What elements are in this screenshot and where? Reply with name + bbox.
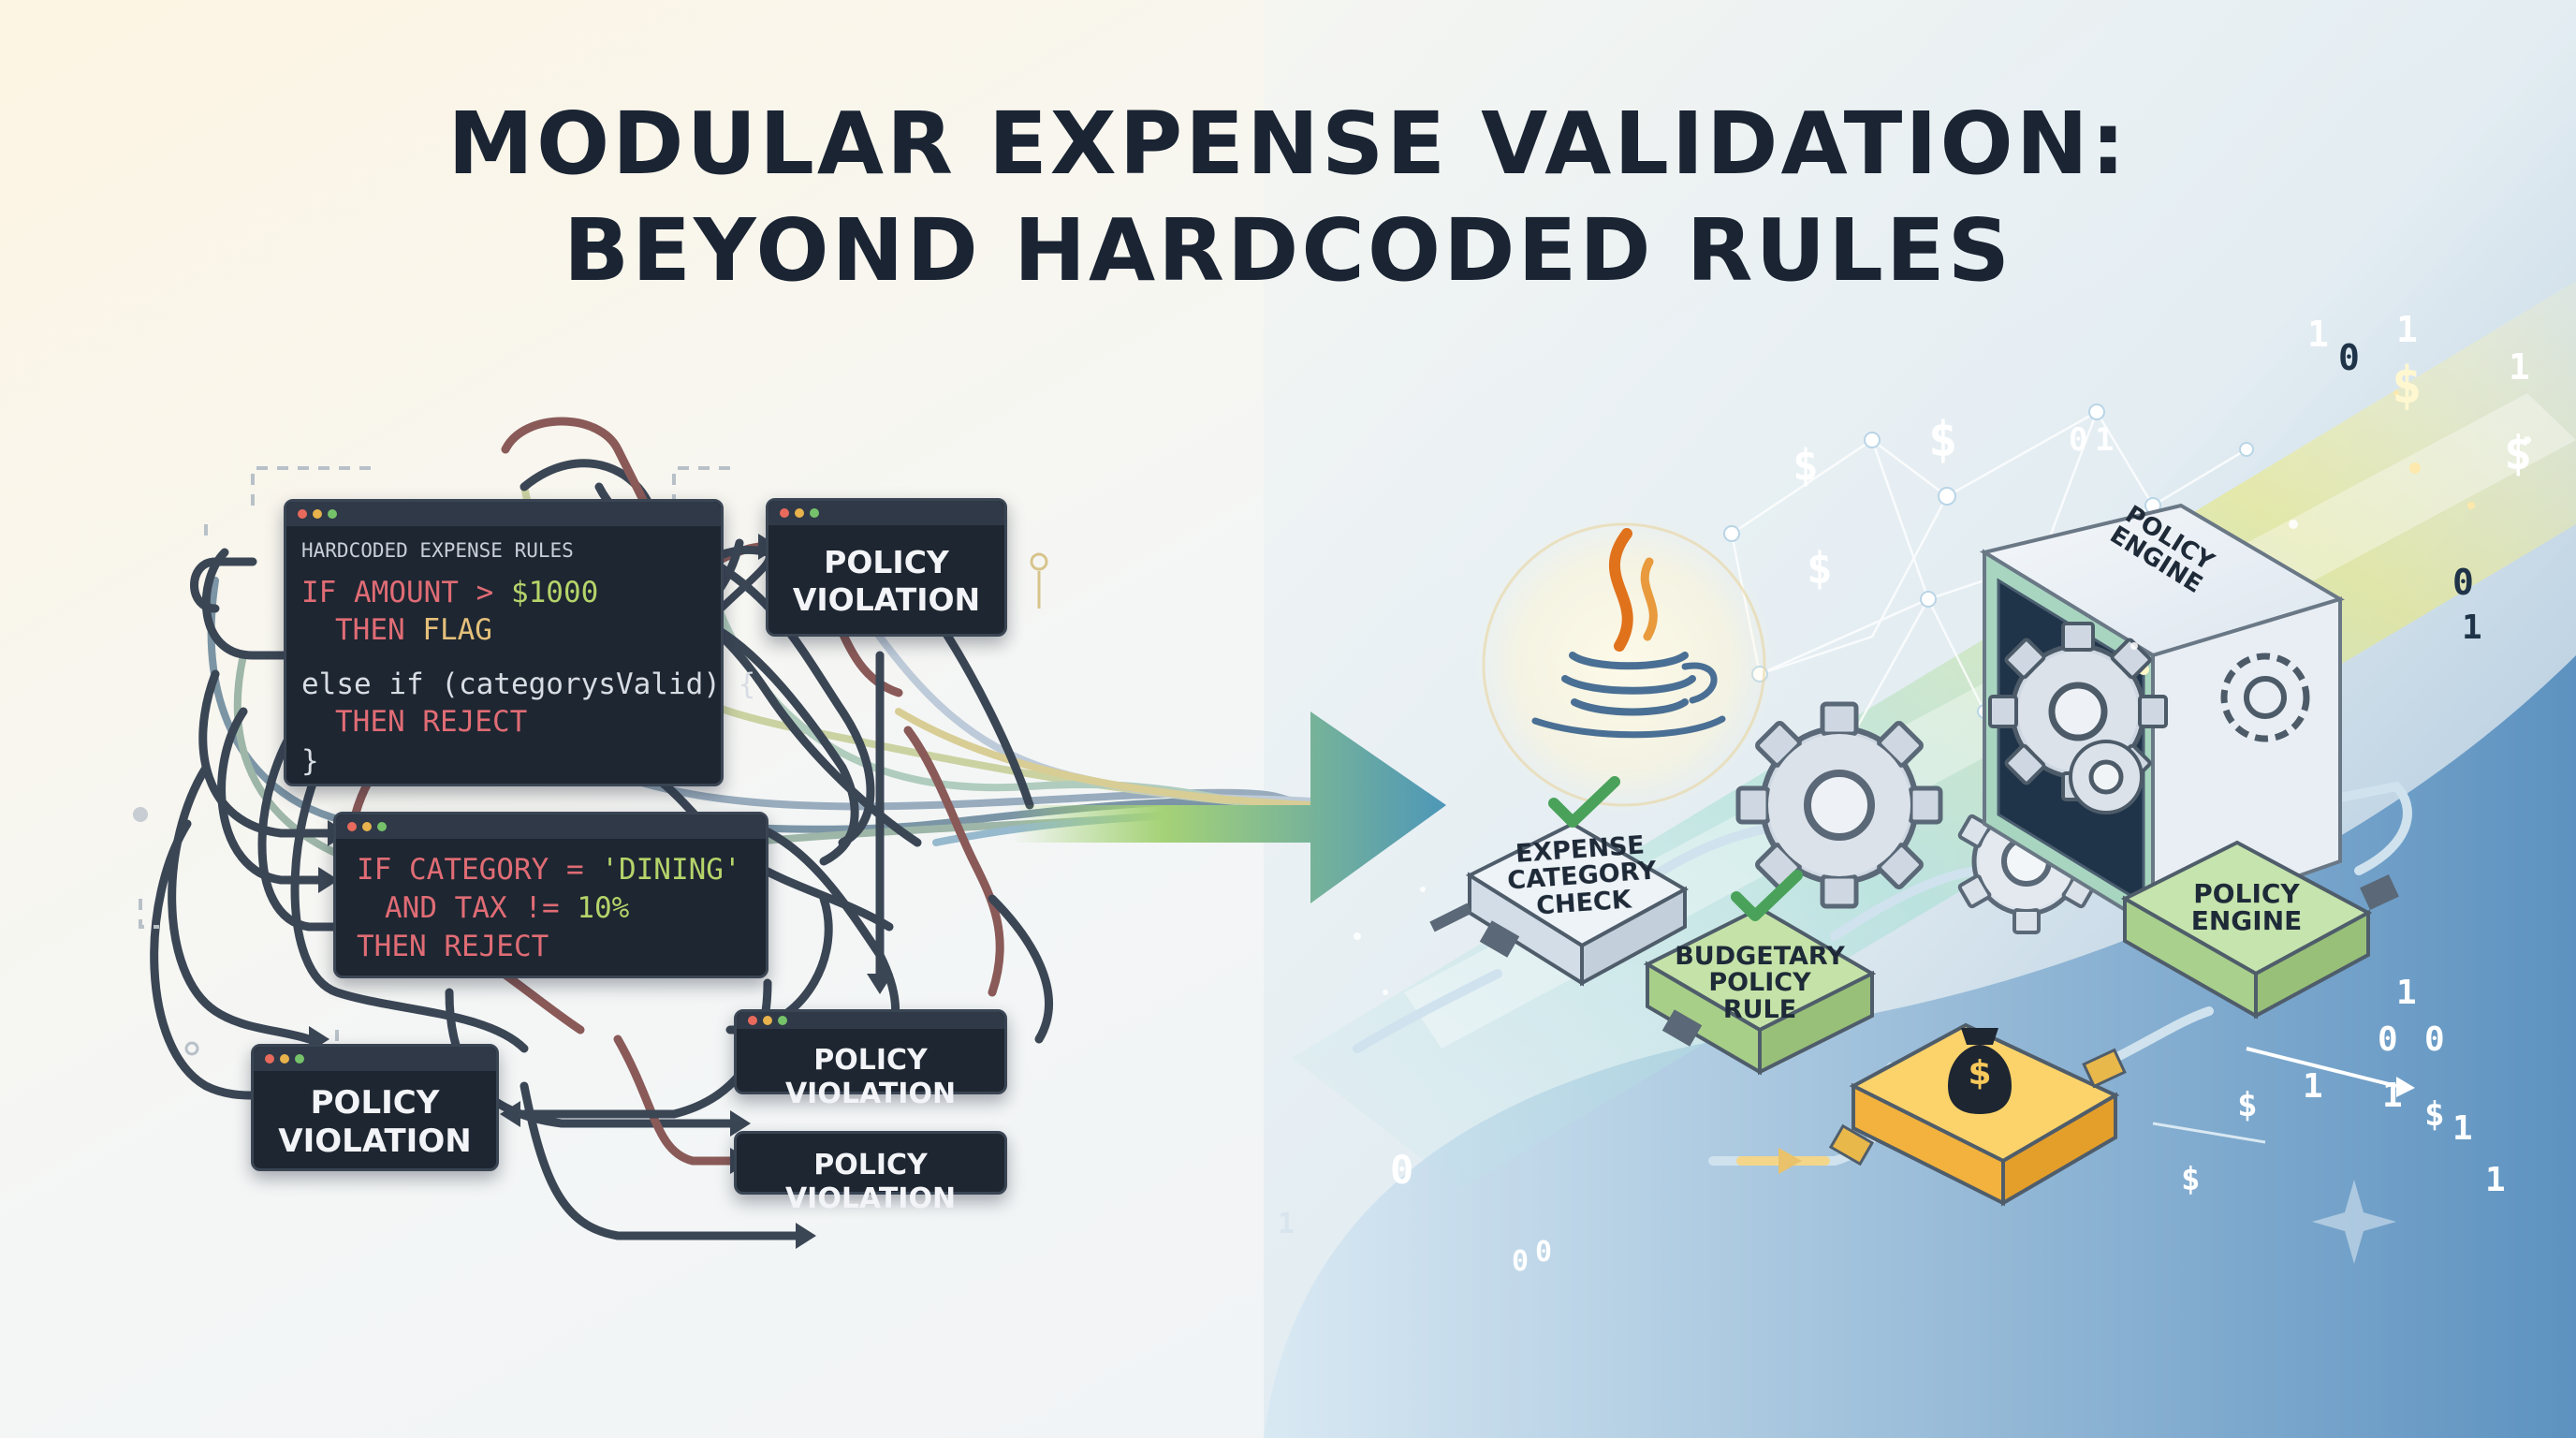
- code-value: $1000: [493, 576, 599, 609]
- violation-label: POLICY VIOLATION: [278, 1084, 472, 1160]
- code-line: THEN REJECT: [357, 930, 549, 963]
- close-dot-icon: [265, 1054, 274, 1064]
- binary-digit: 0: [2378, 1020, 2398, 1059]
- hardcoded-rules-window-2: IF CATEGORY = 'DINING' AND TAX != 10% TH…: [333, 812, 768, 978]
- code-keyword: IF CATEGORY =: [357, 853, 602, 887]
- dollar-icon: $: [2504, 426, 2533, 480]
- module-label-policy-engine: POLICY ENGINE: [2190, 878, 2303, 937]
- minimize-dot-icon: [763, 1016, 772, 1025]
- binary-digit: 1: [2396, 309, 2418, 350]
- module-label-expense-category: EXPENSE CATEGORY CHECK: [1506, 830, 1658, 921]
- checkmark-icon: [1731, 870, 1803, 921]
- code-keyword: IF AMOUNT >: [301, 576, 494, 609]
- code-line: THEN REJECT: [335, 705, 528, 739]
- maximize-dot-icon: [810, 508, 819, 518]
- binary-digit: 1: [2452, 1109, 2473, 1148]
- minimize-dot-icon: [313, 509, 322, 519]
- binary-digit: 0: [1390, 1147, 1414, 1193]
- code-line: }: [301, 744, 319, 778]
- window-titlebar: [768, 501, 1004, 525]
- dollar-icon: $: [2392, 356, 2422, 415]
- maximize-dot-icon: [295, 1054, 304, 1064]
- gear-icon: [2220, 653, 2310, 742]
- maximize-dot-icon: [778, 1016, 787, 1025]
- maximize-dot-icon: [328, 509, 337, 519]
- dollar-icon: $: [2181, 1161, 2201, 1198]
- close-dot-icon: [780, 508, 789, 518]
- policy-violation-box: POLICY VIOLATION: [251, 1044, 499, 1171]
- code-keyword: THEN: [335, 613, 405, 647]
- window-titlebar: [737, 1012, 1004, 1029]
- binary-digit: 1: [2509, 346, 2530, 388]
- policy-violation-box: POLICY VIOLATION: [734, 1131, 1007, 1215]
- window-header: HARDCODED EXPENSE RULES: [301, 539, 574, 562]
- title-line-1: MODULAR EXPENSE VALIDATION:: [447, 94, 2129, 194]
- module-label-budgetary-policy: BUDGETARY POLICY RULE: [1675, 942, 1845, 1024]
- code-line: IF AMOUNT > $1000: [301, 579, 598, 608]
- binary-digit: 0: [2338, 337, 2360, 378]
- code-keyword: AND TAX !=: [385, 891, 578, 925]
- binary-digit: 1: [2462, 609, 2482, 647]
- module-budgetary-policy: [1643, 905, 1877, 1076]
- dollar-icon: $: [1928, 412, 1958, 468]
- binary-digit: 1: [2396, 974, 2417, 1012]
- module-policy-engine: [2120, 840, 2399, 1020]
- dollar-icon: $: [2424, 1095, 2445, 1134]
- checkmark-icon: [1548, 776, 1620, 828]
- dollar-icon: $: [1807, 543, 1833, 594]
- policy-violation-box: POLICY VIOLATION: [734, 1009, 1007, 1110]
- dollar-icon: $: [2237, 1086, 2258, 1124]
- window-titlebar: [286, 502, 721, 526]
- maximize-dot-icon: [377, 822, 387, 831]
- code-line: IF CATEGORY = 'DINING': [357, 856, 741, 885]
- binary-digit: 0: [1535, 1236, 1553, 1269]
- binary-digit: 1: [2095, 421, 2115, 459]
- binary-digit: 1: [1278, 1208, 1295, 1240]
- violation-label: POLICY VIOLATION: [784, 1149, 957, 1215]
- java-icon: [1531, 528, 1726, 739]
- code-value: FLAG: [404, 613, 492, 647]
- code-line: THEN FLAG: [335, 616, 492, 645]
- money-bag-dollar: $: [1968, 1054, 1992, 1093]
- binary-digit: 0: [2452, 562, 2474, 603]
- minimize-dot-icon: [795, 508, 804, 518]
- code-value: 'DINING': [601, 853, 741, 887]
- window-titlebar: [336, 814, 766, 839]
- sparkle-icon: [1354, 436, 2531, 1264]
- dollar-icon: $: [1793, 440, 1819, 491]
- code-line: else if (categorysValid) {: [301, 668, 756, 701]
- hardcoded-rules-window: HARDCODED EXPENSE RULES IF AMOUNT > $100…: [284, 499, 755, 786]
- close-dot-icon: [347, 822, 357, 831]
- binary-digit: 0: [2424, 1020, 2445, 1059]
- money-bag-icon: [1948, 1028, 2012, 1114]
- binary-digit: 0: [2069, 421, 2088, 459]
- minimize-dot-icon: [280, 1054, 289, 1064]
- window-titlebar: [254, 1047, 496, 1071]
- binary-digit: 1: [2303, 1067, 2323, 1106]
- violation-label: POLICY VIOLATION: [792, 544, 981, 618]
- close-dot-icon: [298, 509, 307, 519]
- policy-violation-box: POLICY VIOLATION: [766, 498, 1007, 637]
- binary-digit: 1: [2485, 1161, 2506, 1199]
- module-expense-category: [1429, 821, 1690, 987]
- close-dot-icon: [748, 1016, 757, 1025]
- binary-digit: 1: [2382, 1077, 2403, 1115]
- gear-icon: [2069, 740, 2144, 814]
- binary-digit: 0: [1512, 1245, 1530, 1278]
- binary-digit: 1: [2307, 314, 2329, 355]
- minimize-dot-icon: [362, 822, 372, 831]
- code-line: AND TAX != 10%: [385, 894, 629, 923]
- title-line-2: BEYOND HARDCODED RULES: [564, 200, 2012, 301]
- arrow-icon: [1011, 712, 1446, 903]
- violation-label: POLICY VIOLATION: [784, 1044, 957, 1110]
- gear-icon: [1735, 701, 1943, 909]
- code-value: 10%: [577, 891, 630, 925]
